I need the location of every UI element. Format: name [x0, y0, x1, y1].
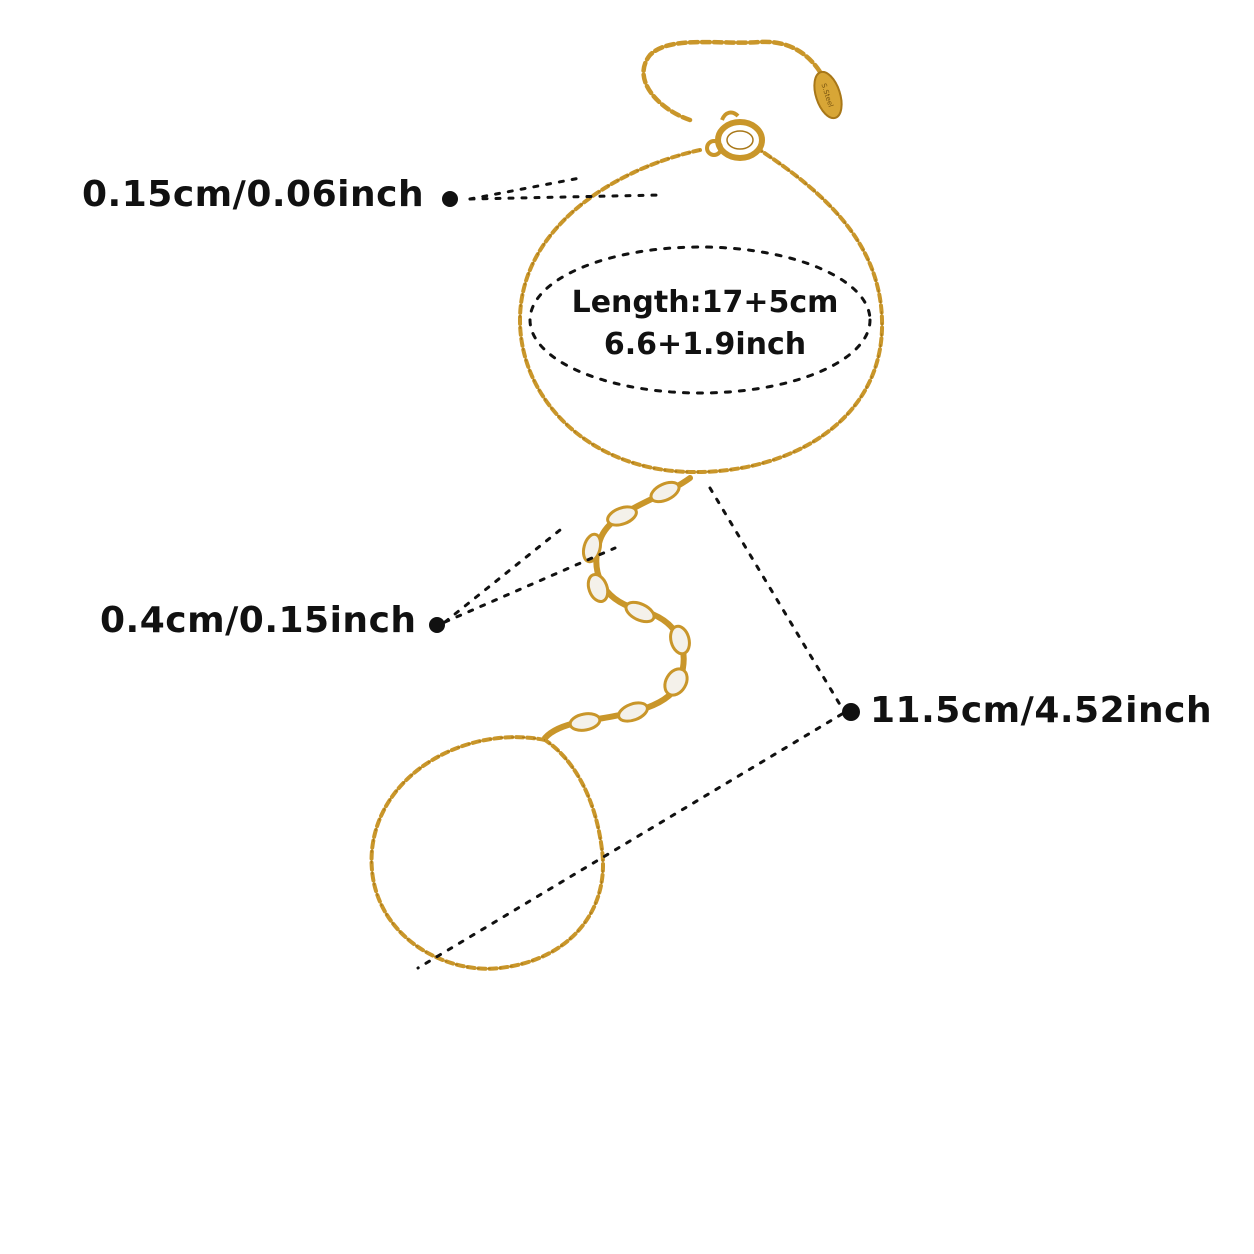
extender-tag: S.Steel	[813, 70, 843, 120]
length-inch-text: 6.6+1.9inch	[603, 327, 807, 362]
chain-thickness-label: 0.15cm/0.06inch	[82, 174, 425, 215]
extender-chain	[641, 39, 825, 123]
bracelet-chain	[517, 148, 885, 475]
finger-ring-chain	[369, 735, 605, 971]
stone-width-label: 0.4cm/0.15inch	[100, 600, 417, 641]
length-indicator-ellipse	[528, 245, 872, 395]
length-cm-text: Length:17+5cm	[571, 285, 839, 320]
bracelet-length-label: Length:17+5cm 6.6+1.9inch	[560, 282, 850, 366]
lobster-clasp	[705, 110, 765, 161]
stone-connector	[542, 475, 693, 741]
connector-length-label: 11.5cm/4.52inch	[870, 690, 1213, 731]
leader-lines	[416, 176, 844, 970]
leader-dots	[429, 191, 860, 721]
